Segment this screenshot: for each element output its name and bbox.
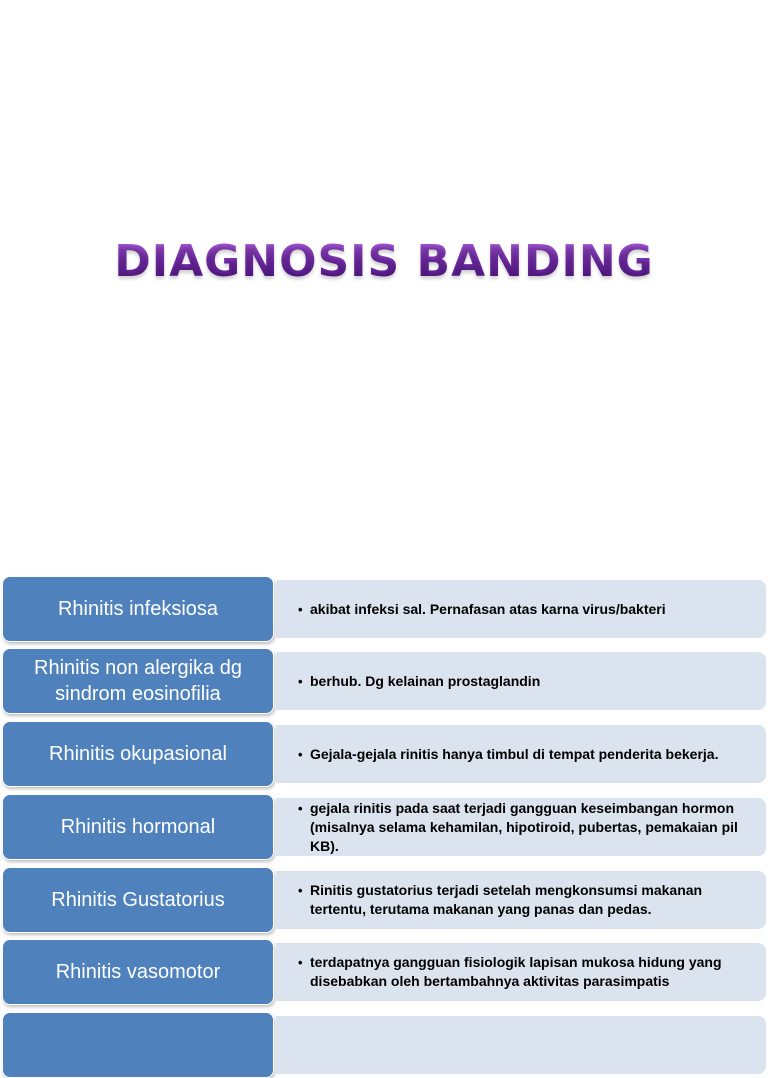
bullet-icon: • [298, 601, 303, 617]
row-description: • berhub. Dg kelainan prostaglandin [276, 652, 766, 710]
row-description-text: akibat infeksi sal. Pernafasan atas karn… [310, 600, 666, 617]
row-description: • gejala rinitis pada saat terjadi ganggu… [276, 798, 766, 856]
row-label: Rhinitis hormonal [2, 794, 274, 860]
slide-title: DIAGNOSIS BANDING [0, 236, 768, 287]
row-label: Rhinitis Gustatorius [2, 867, 274, 933]
list-item-partial [0, 1012, 768, 1078]
row-label [2, 1012, 274, 1078]
list-item: Rhinitis vasomotor • terdapatnya gangguan… [0, 939, 768, 1005]
row-description: • terdapatnya gangguan fisiologik lapisan… [276, 943, 766, 1001]
list-item: Rhinitis non alergika dg sindrom eosinof… [0, 648, 768, 714]
row-description-text: berhub. Dg kelainan prostaglandin [310, 672, 541, 689]
row-description-text: gejala rinitis pada saat terjadi ganggua… [310, 799, 738, 854]
row-label: Rhinitis okupasional [2, 721, 274, 787]
bullet-icon: • [298, 746, 303, 762]
list-item: Rhinitis Gustatorius • Rinitis gustatoriu… [0, 867, 768, 933]
list-item: Rhinitis okupasional • Gejala-gejala rini… [0, 721, 768, 787]
row-label: Rhinitis vasomotor [2, 939, 274, 1005]
row-description: • Gejala-gejala rinitis hanya timbul di t… [276, 725, 766, 783]
row-description: • akibat infeksi sal. Pernafasan atas kar… [276, 580, 766, 638]
row-description-text: terdapatnya gangguan fisiologik lapisan … [310, 954, 722, 989]
list-item: Rhinitis infeksiosa • akibat infeksi sal.… [0, 576, 768, 642]
row-description [276, 1016, 766, 1074]
bullet-icon: • [298, 673, 303, 689]
row-description-text: Gejala-gejala rinitis hanya timbul di te… [310, 745, 719, 762]
bullet-icon: • [298, 883, 303, 898]
row-label: Rhinitis non alergika dg sindrom eosinof… [2, 648, 274, 714]
row-description-text: Rinitis gustatorius terjadi setelah meng… [310, 882, 703, 917]
slide-title-text: DIAGNOSIS BANDING [114, 236, 654, 287]
list-item: Rhinitis hormonal • gejala rinitis pada s… [0, 794, 768, 860]
row-label: Rhinitis infeksiosa [2, 576, 274, 642]
bullet-icon: • [298, 800, 303, 816]
bullet-icon: • [298, 955, 303, 970]
row-description: • Rinitis gustatorius terjadi setelah men… [276, 871, 766, 929]
